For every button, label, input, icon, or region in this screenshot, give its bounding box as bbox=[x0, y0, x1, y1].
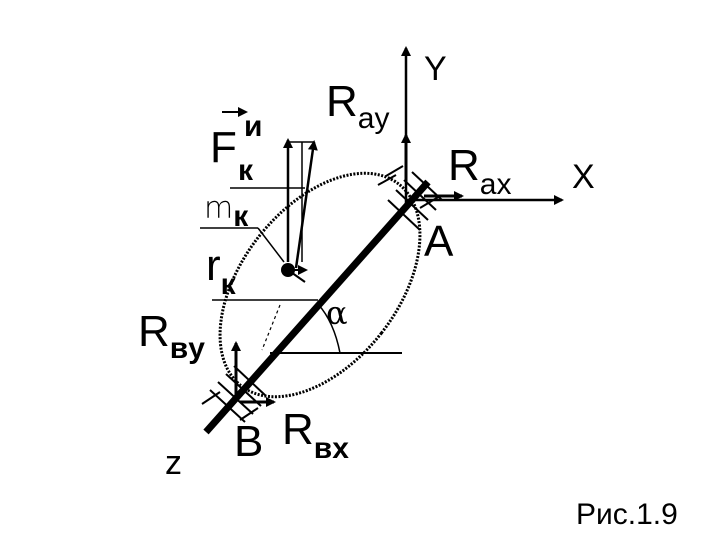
bearing-a-icon bbox=[377, 165, 443, 231]
z-axis-label: z bbox=[165, 444, 182, 482]
figure-caption: Рис.1.9 bbox=[576, 498, 678, 531]
force-label: F bbox=[210, 123, 237, 172]
x-axis-label: X bbox=[572, 158, 595, 196]
radius-dashed-line bbox=[261, 304, 281, 351]
angle-alpha-label: α bbox=[326, 294, 348, 332]
force-subscript: к bbox=[238, 154, 254, 187]
radius-line bbox=[287, 269, 306, 283]
mass-label: mк bbox=[204, 191, 249, 233]
rvy-label: Rвy bbox=[138, 307, 205, 365]
mass-leader-diagonal bbox=[257, 227, 285, 263]
point-b-label: B bbox=[234, 417, 263, 466]
force-diagonal-arrow bbox=[294, 140, 318, 269]
force-superscript: и bbox=[244, 110, 262, 143]
point-a-label: A bbox=[424, 217, 454, 266]
disk-ellipse bbox=[218, 171, 422, 399]
radius-label: rк bbox=[206, 241, 237, 301]
rvx-label: Rвx bbox=[282, 405, 349, 465]
angle-arc bbox=[317, 303, 341, 354]
y-axis-label: Y bbox=[424, 50, 447, 88]
rax-label: Rax bbox=[448, 141, 511, 201]
ray-label: Ray bbox=[326, 77, 389, 135]
